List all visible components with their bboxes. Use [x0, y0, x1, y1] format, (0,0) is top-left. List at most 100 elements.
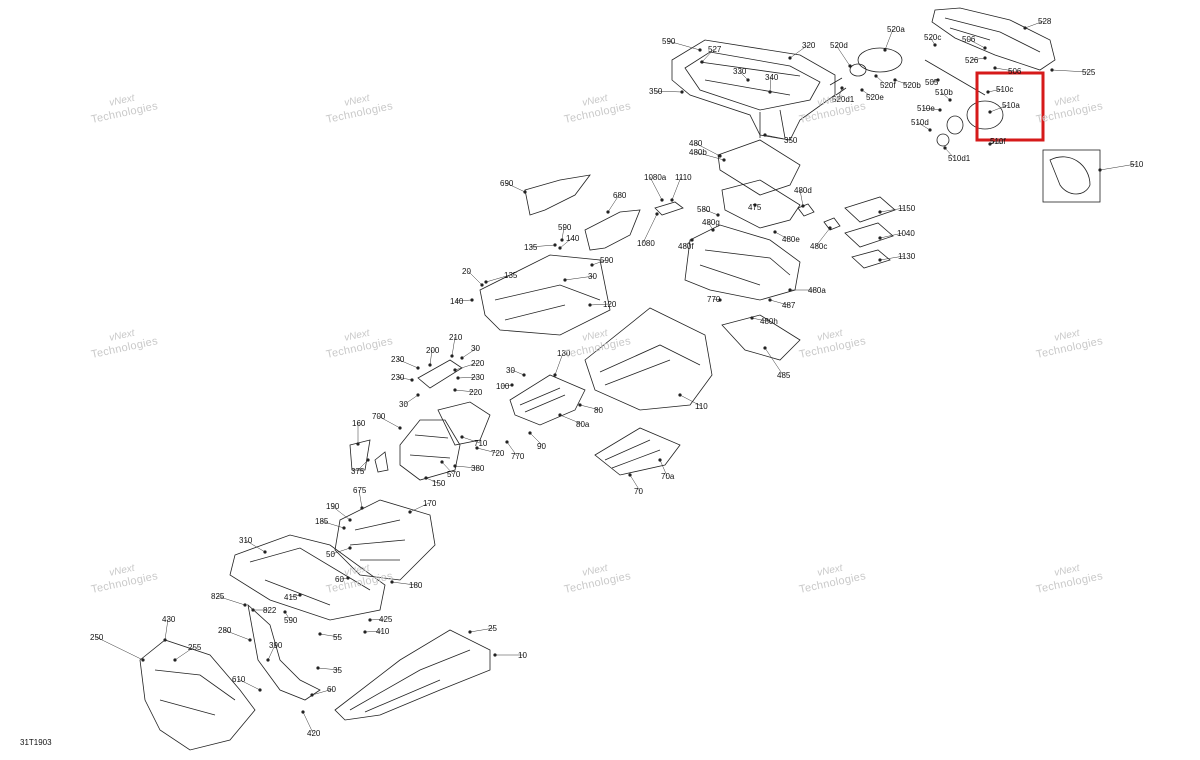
callout-leader	[369, 618, 386, 621]
callout-anchor-dot	[563, 278, 567, 282]
callout-anchor-dot	[366, 458, 370, 462]
callout-leader	[774, 231, 789, 240]
callout-anchor-dot	[310, 693, 314, 697]
callout-leader	[320, 520, 345, 529]
callout-anchor-dot	[523, 190, 527, 194]
callout-anchor-dot	[840, 86, 844, 90]
callout-anchor-dot	[346, 576, 350, 580]
callout-anchor-dot	[678, 393, 682, 397]
callout-label: 506	[962, 35, 976, 44]
callout-label: 80a	[576, 420, 590, 429]
callout-leader	[174, 646, 195, 661]
callout-label: 480e	[782, 235, 800, 244]
callout-leader	[364, 630, 383, 633]
callout-leader	[485, 274, 511, 283]
callout-label: 30	[471, 344, 480, 353]
callout-leader	[679, 394, 702, 407]
callout-label: 475	[748, 203, 762, 212]
callout-label: 90	[537, 442, 546, 451]
callout-anchor-dot	[773, 230, 777, 234]
callout-label: 510a	[1002, 101, 1020, 110]
callout-leader	[216, 595, 246, 606]
callout-anchor-dot	[428, 363, 432, 367]
callout-label: 55	[333, 633, 342, 642]
callout-label: 520e	[866, 93, 884, 102]
callout-label: 510d1	[948, 154, 971, 163]
callout-anchor-dot	[1098, 168, 1102, 172]
callout-label: 130	[557, 349, 571, 358]
callout-label: 485	[777, 371, 791, 380]
callout-anchor-dot	[173, 658, 177, 662]
callout-anchor-dot	[390, 580, 394, 584]
callout-label: 520c	[924, 33, 941, 42]
callout-anchor-dot	[690, 238, 694, 242]
side-reflector-part	[924, 59, 1004, 147]
front-rack-part	[229, 534, 386, 621]
callout-label: 210	[449, 333, 463, 342]
callout-label: 35	[333, 666, 342, 675]
callout-label: 415	[284, 593, 298, 602]
callout-label: 135	[524, 243, 538, 252]
callout-anchor-dot	[763, 346, 767, 350]
callout-label: 1130	[898, 252, 916, 261]
callout-label: 25	[488, 624, 497, 633]
callout-leader	[317, 667, 340, 671]
callout-leader	[944, 147, 955, 159]
callout-leader	[879, 232, 904, 239]
storage-lid-part	[717, 139, 801, 229]
front-fascia-part	[399, 419, 461, 481]
callout-leader	[404, 394, 419, 405]
callout-anchor-dot	[342, 526, 346, 530]
callout-anchor-dot	[578, 403, 582, 407]
callout-leader	[319, 633, 340, 638]
cover-part	[417, 359, 463, 389]
callout-label: 220	[471, 359, 485, 368]
callout-anchor-dot	[283, 610, 287, 614]
callout-anchor-dot	[722, 158, 726, 162]
callout-anchor-dot	[522, 373, 526, 377]
callout-anchor-dot	[318, 632, 322, 636]
callout-anchor-dot	[453, 388, 457, 392]
callout-label: 330	[733, 67, 747, 76]
callout-label: 590	[600, 256, 614, 265]
callout-label: 350	[649, 87, 663, 96]
callout-leader	[451, 336, 456, 357]
callout-anchor-dot	[878, 210, 882, 214]
callout-leader	[501, 384, 513, 387]
callout-anchor-dot	[266, 658, 270, 662]
callout-label: 1110	[675, 173, 692, 182]
callout-label: 528	[1038, 17, 1052, 26]
callout-label: 525	[1082, 68, 1096, 77]
callout-leader	[769, 299, 789, 306]
callout-label: 510b	[935, 88, 953, 97]
callout-leader	[607, 194, 620, 213]
callout-label: 30	[506, 366, 515, 375]
callout-anchor-dot	[243, 603, 247, 607]
callout-label: 480h	[760, 317, 778, 326]
callout-anchor-dot	[750, 316, 754, 320]
callout-label: 700	[372, 412, 386, 421]
callout-label: 375	[351, 467, 365, 476]
callout-label: 180	[409, 581, 423, 590]
callout-anchor-dot	[716, 213, 720, 217]
callout-anchor-dot	[828, 226, 832, 230]
callout-anchor-dot	[746, 78, 750, 82]
callout-anchor-dot	[510, 383, 514, 387]
callout-anchor-dot	[558, 413, 562, 417]
callout-leader	[769, 76, 772, 93]
callout-leader	[799, 189, 804, 207]
callout-label: 526	[965, 56, 979, 65]
callout-anchor-dot	[628, 473, 632, 477]
callout-leader	[331, 505, 351, 521]
callout-label: 1150	[898, 204, 916, 213]
callout-label: 520f	[880, 81, 896, 90]
callout-leader	[694, 151, 725, 161]
callout-leader	[267, 644, 276, 661]
callout-anchor-dot	[460, 356, 464, 360]
callout-label: 480b	[689, 148, 707, 157]
callout-leader	[642, 213, 658, 244]
callout-leader	[591, 259, 607, 266]
callout-anchor-dot	[410, 378, 414, 382]
callout-leader	[455, 299, 473, 302]
callout-anchor-dot	[698, 48, 702, 52]
